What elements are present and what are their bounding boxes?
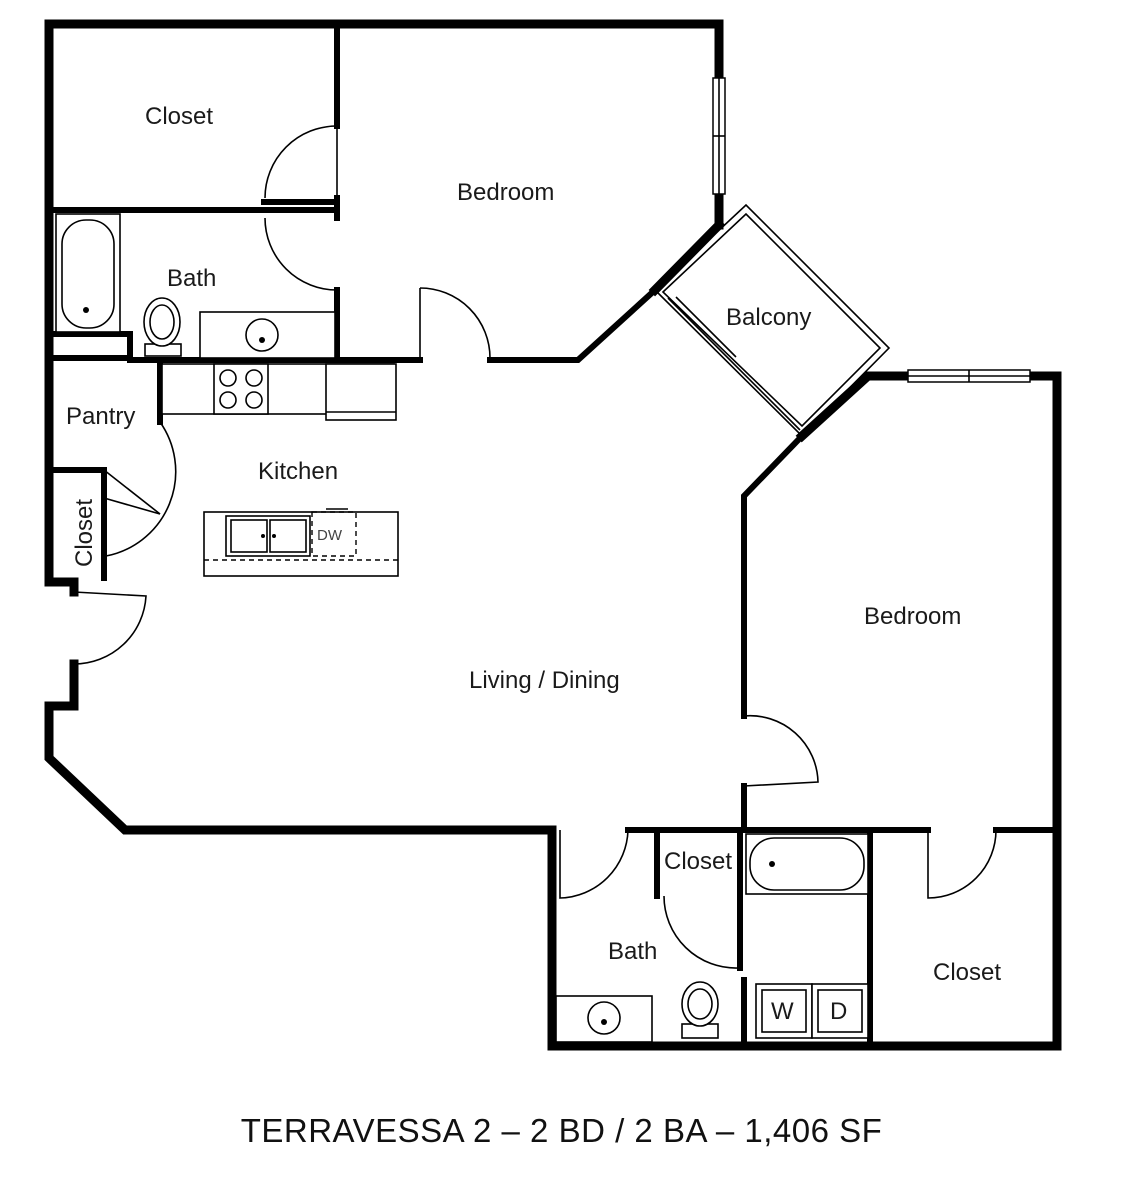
balcony-outline: [653, 203, 891, 438]
room-labels: Closet Bedroom Bath Balcony Pantry Kitch…: [66, 103, 1001, 986]
closet-hall-label: Closet: [71, 499, 98, 567]
floor-plan-caption: TERRAVESSA 2 – 2 BD / 2 BA – 1,406 SF: [240, 1112, 883, 1149]
bath-2-fixtures: W D: [555, 833, 869, 1043]
living-dining-label: Living / Dining: [469, 667, 620, 694]
kitchen-label: Kitchen: [258, 458, 338, 485]
windows: [712, 77, 1031, 383]
floor-plan: DW W D Closet Bedroom Bath Balcony Pantr…: [44, 19, 1062, 1051]
closet-bottom-right-label: Closet: [933, 959, 1001, 986]
dishwasher-label: DW: [317, 527, 343, 544]
kitchen-fixtures: DW: [161, 363, 399, 577]
bath-1-fixtures: [55, 213, 336, 359]
bath-1-label: Bath: [167, 265, 216, 292]
dryer-label: D: [830, 998, 847, 1025]
interior-walls: [48, 23, 1060, 1047]
closet-linen-label: Closet: [664, 848, 732, 875]
balcony-label: Balcony: [726, 304, 811, 331]
closet-top-left-label: Closet: [145, 103, 213, 130]
bedroom-2-label: Bedroom: [864, 603, 961, 630]
bath-2-label: Bath: [608, 938, 657, 965]
washer-label: W: [771, 998, 794, 1025]
exterior-walls: [44, 19, 1062, 1051]
pantry-label: Pantry: [66, 403, 135, 430]
bedroom-1-label: Bedroom: [457, 179, 554, 206]
door-swings: [73, 125, 997, 969]
